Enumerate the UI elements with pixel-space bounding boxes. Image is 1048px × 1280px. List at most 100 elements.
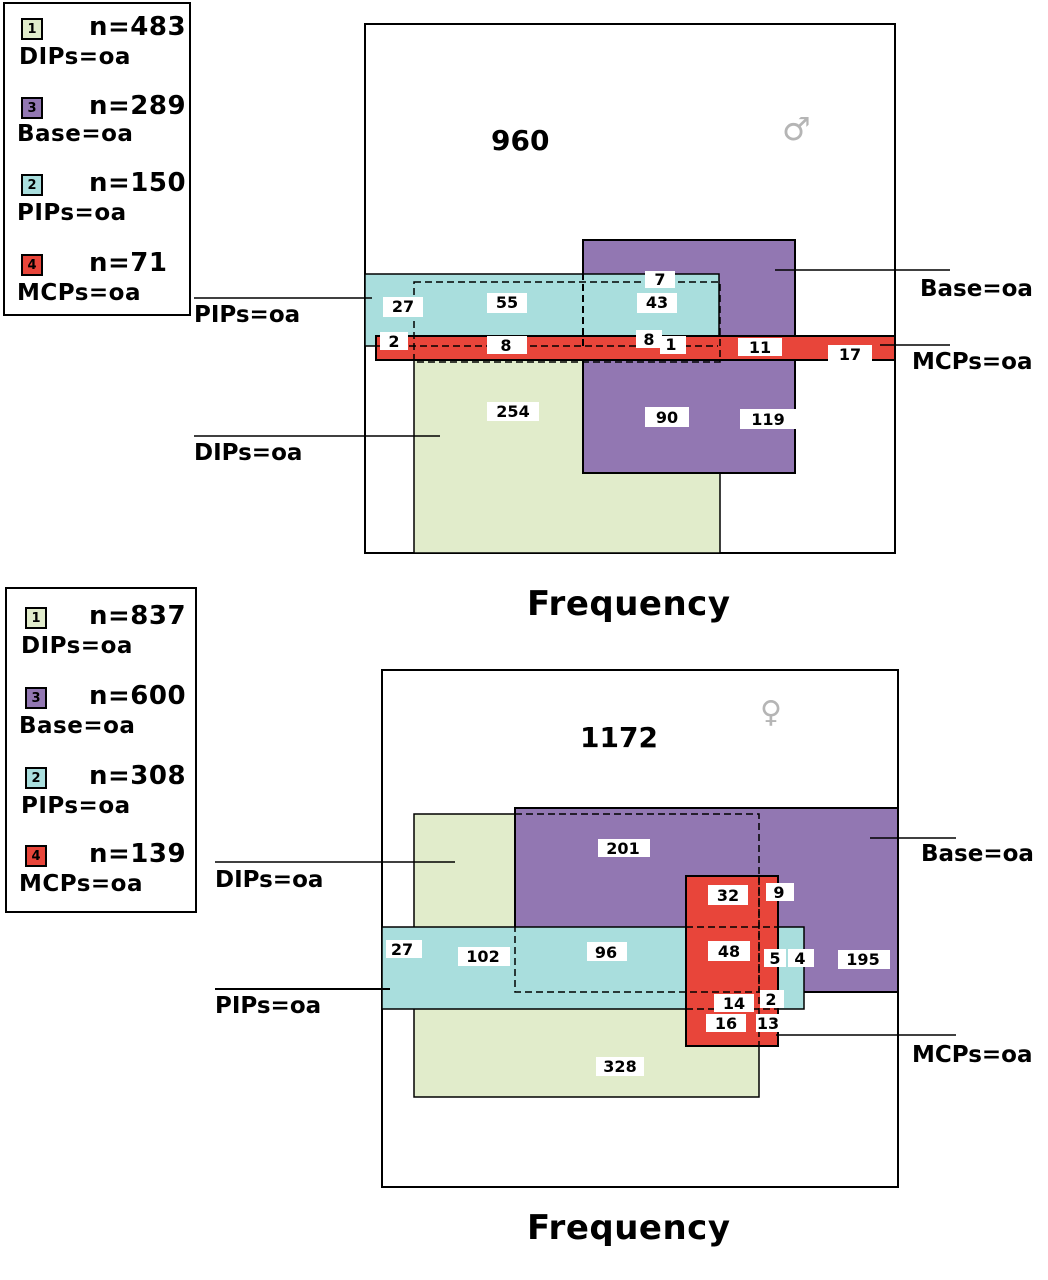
svg-text:43: 43: [646, 293, 668, 312]
legend-item-base: 3 n=289 Base=oa: [5, 83, 189, 163]
svg-text:9: 9: [773, 883, 784, 902]
swatch-dips: 1: [25, 607, 47, 629]
count-label: 1: [660, 335, 686, 354]
pips-leader-label: PIPs=oa: [194, 302, 300, 328]
legend-label: Base=oa: [19, 713, 136, 739]
venn-diagram-male: PIPs=oa DIPs=oa Base=oa MCPs=oa 960 ♂ 27…: [194, 23, 1033, 554]
svg-text:102: 102: [466, 947, 499, 966]
legend-label: PIPs=oa: [21, 793, 131, 819]
legend-item-pips: 2 n=150 PIPs=oa: [5, 162, 189, 242]
legend-item-dips: 1 n=837 DIPs=oa: [7, 589, 195, 669]
svg-text:201: 201: [606, 839, 639, 858]
legend-female: 1 n=837 DIPs=oa 3 n=600 Base=oa 2 n=308 …: [5, 587, 197, 913]
swatch-dips: 1: [21, 18, 43, 40]
count-label: 13: [756, 1014, 782, 1033]
count-label: 90: [645, 407, 689, 427]
legend-label: DIPs=oa: [19, 44, 131, 70]
mcps-leader-label: MCPs=oa: [912, 1042, 1033, 1068]
total-count: 960: [491, 124, 549, 157]
svg-text:119: 119: [751, 410, 784, 429]
female-symbol-icon: ♀: [760, 695, 782, 730]
count-label: 43: [637, 293, 677, 313]
count-label: 5: [764, 949, 786, 968]
svg-text:4: 4: [794, 949, 805, 968]
count-label: 14: [714, 994, 754, 1013]
svg-text:254: 254: [496, 402, 529, 421]
count-label: 119: [740, 409, 796, 429]
swatch-mcps: 4: [21, 254, 43, 276]
svg-text:8: 8: [643, 330, 654, 349]
svg-text:48: 48: [718, 942, 740, 961]
svg-text:55: 55: [496, 293, 518, 312]
caption-female: Frequency: [527, 1208, 731, 1248]
legend-label: DIPs=oa: [21, 633, 133, 659]
legend-count: n=837: [89, 601, 187, 631]
svg-text:8: 8: [500, 336, 511, 355]
svg-text:27: 27: [392, 297, 414, 316]
swatch-pips: 2: [25, 767, 47, 789]
legend-item-base: 3 n=600 Base=oa: [7, 671, 195, 751]
count-label: 2: [380, 332, 408, 351]
svg-text:195: 195: [846, 950, 879, 969]
count-label: 11: [738, 338, 782, 357]
svg-text:90: 90: [656, 408, 678, 427]
svg-text:14: 14: [723, 994, 745, 1013]
legend-label: MCPs=oa: [17, 280, 142, 306]
count-label: 2: [760, 990, 784, 1009]
count-label: 328: [596, 1057, 644, 1076]
svg-text:5: 5: [769, 949, 780, 968]
dips-leader-label: DIPs=oa: [194, 440, 302, 466]
swatch-mcps: 4: [25, 845, 47, 867]
legend-label: Base=oa: [17, 121, 134, 147]
legend-item-mcps: 4 n=139 MCPs=oa: [7, 829, 195, 909]
dips-outline-dashed: [413, 281, 721, 363]
base-leader-label: Base=oa: [921, 841, 1034, 867]
count-label: 27: [383, 297, 423, 317]
count-labels: 201 32 9 27 102 96 48 5 4 195 14 2 16 13…: [386, 839, 890, 1076]
svg-text:328: 328: [603, 1057, 636, 1076]
legend-count: n=289: [89, 91, 187, 121]
caption-male: Frequency: [527, 584, 731, 624]
legend-label: MCPs=oa: [19, 871, 144, 897]
count-label: 16: [706, 1014, 746, 1033]
swatch-base: 3: [21, 97, 43, 119]
svg-text:13: 13: [757, 1014, 779, 1033]
count-label: 9: [766, 883, 794, 902]
mcps-region: [375, 335, 896, 361]
count-label: 8: [636, 330, 662, 349]
count-label: 102: [458, 947, 510, 966]
svg-text:2: 2: [388, 332, 399, 351]
count-label: 96: [587, 942, 627, 962]
legend-male: 1 n=483 DIPs=oa 3 n=289 Base=oa 2 n=150 …: [3, 2, 191, 316]
pips-leader-label: PIPs=oa: [215, 993, 321, 1019]
legend-count: n=139: [89, 839, 187, 869]
legend-count: n=600: [89, 681, 187, 711]
svg-text:16: 16: [715, 1014, 737, 1033]
count-label: 48: [708, 941, 750, 961]
svg-text:11: 11: [749, 338, 771, 357]
count-label: 195: [838, 950, 890, 969]
legend-count: n=483: [89, 12, 187, 42]
count-label: 17: [828, 345, 872, 364]
legend-item-pips: 2 n=308 PIPs=oa: [7, 749, 195, 829]
svg-text:96: 96: [595, 943, 617, 962]
svg-text:2: 2: [765, 990, 776, 1009]
legend-label: PIPs=oa: [17, 200, 127, 226]
dips-leader-label: DIPs=oa: [215, 867, 323, 893]
venn-diagram-female: DIPs=oa PIPs=oa Base=oa MCPs=oa 1172 ♀ 2…: [215, 669, 1034, 1188]
swatch-base: 3: [25, 687, 47, 709]
legend-item-mcps: 4 n=71 MCPs=oa: [5, 242, 189, 322]
svg-text:32: 32: [717, 886, 739, 905]
count-label: 55: [487, 293, 527, 313]
legend-count: n=308: [89, 761, 187, 791]
count-label: 8: [487, 336, 527, 355]
svg-text:27: 27: [391, 940, 413, 959]
legend-count: n=150: [89, 168, 187, 198]
count-label: 7: [645, 270, 675, 289]
count-label: 201: [598, 839, 650, 858]
swatch-pips: 2: [21, 174, 43, 196]
svg-text:1: 1: [665, 335, 676, 354]
svg-text:17: 17: [839, 345, 861, 364]
legend-item-dips: 1 n=483 DIPs=oa: [5, 4, 189, 84]
mcps-leader-label: MCPs=oa: [912, 349, 1033, 375]
